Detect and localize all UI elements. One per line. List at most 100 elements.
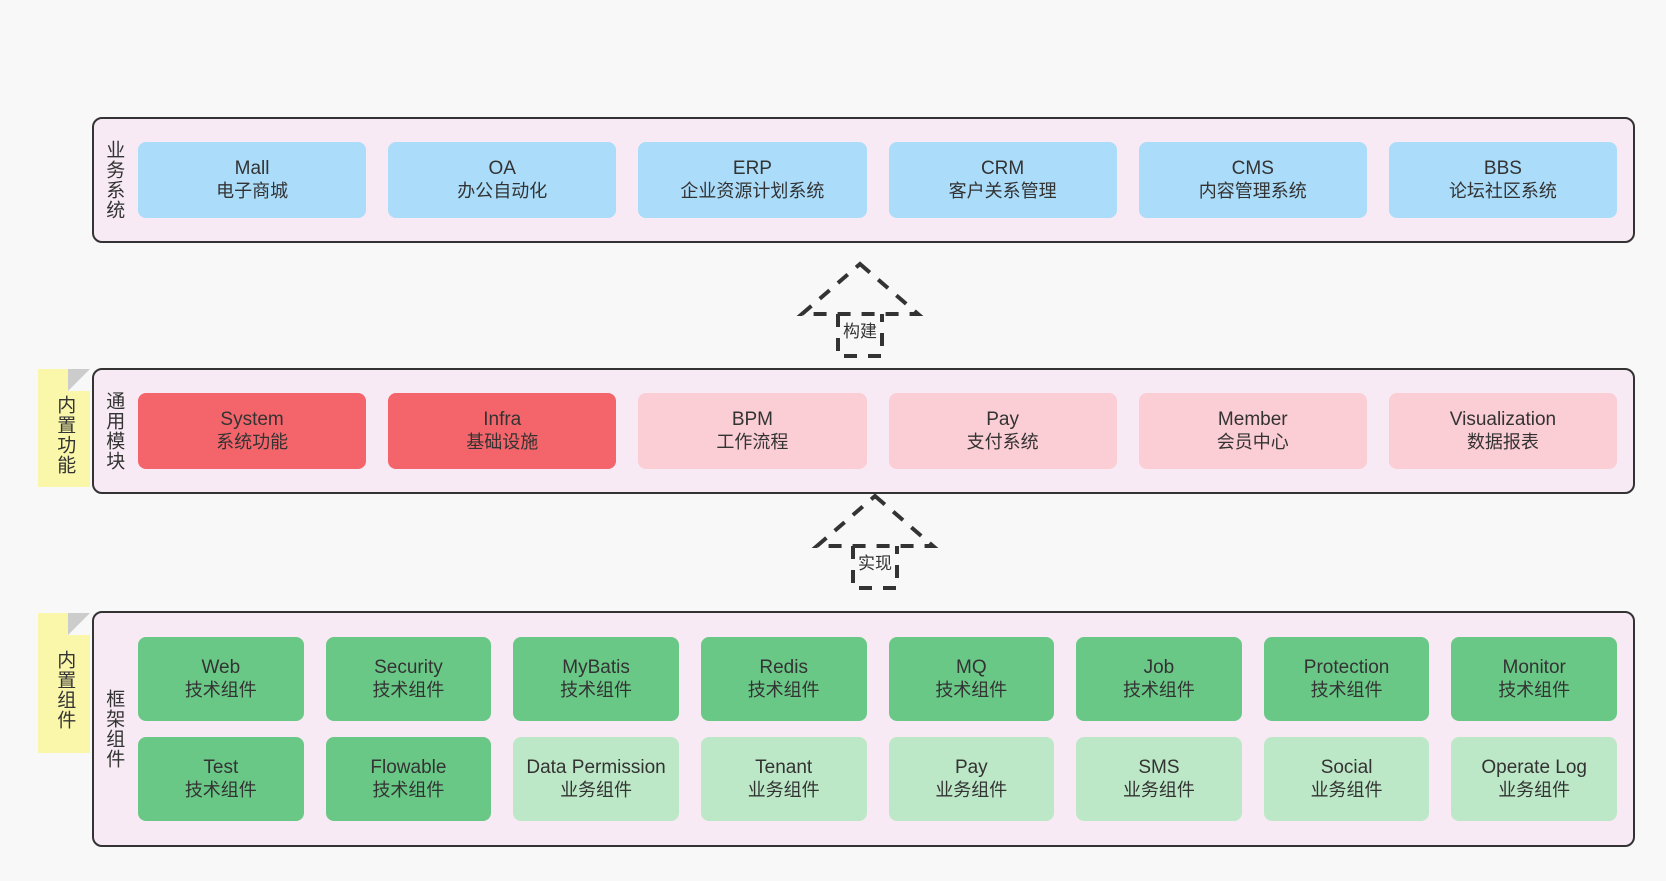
node-title-en: Mall <box>234 158 270 180</box>
node-title-cn: 技术组件 <box>1310 679 1383 700</box>
node-mall[interactable]: Mall 电子商城 <box>138 142 367 218</box>
node-title-cn: 技术组件 <box>372 679 445 700</box>
node-title-en: SMS <box>1138 757 1180 779</box>
node-protection[interactable]: Protection 技术组件 <box>1263 637 1430 721</box>
node-title-cn: 办公自动化 <box>457 180 548 201</box>
generalization-arrow-icon <box>796 261 924 358</box>
node-bpm[interactable]: BPM 工作流程 <box>638 393 867 469</box>
arrow-realize: 实现 <box>795 493 955 590</box>
node-redis[interactable]: Redis 技术组件 <box>700 637 867 721</box>
node-title-cn: 论坛社区系统 <box>1448 180 1557 201</box>
node-cms[interactable]: CMS 内容管理系统 <box>1138 142 1367 218</box>
node-title-en: Visualization <box>1449 409 1557 431</box>
node-title-cn: 技术组件 <box>184 679 257 700</box>
arrow-build: 构建 <box>780 261 940 358</box>
node-title-en: MQ <box>956 657 987 679</box>
node-member[interactable]: Member 会员中心 <box>1138 393 1367 469</box>
node-title-en: Social <box>1320 757 1373 779</box>
node-monitor[interactable]: Monitor 技术组件 <box>1451 637 1617 721</box>
layer-row: System 系统功能 Infra 基础设施 BPM 工作流程 Pay 支付系统… <box>138 393 1618 469</box>
node-title-cn: 业务组件 <box>747 779 820 800</box>
arrow-label-realize: 实现 <box>858 554 892 573</box>
node-title-en: CRM <box>980 158 1025 180</box>
layer-business-systems: 业务系统 Mall 电子商城 OA 办公自动化 ERP 企业资源计划系统 CRM… <box>92 117 1635 243</box>
node-test[interactable]: Test 技术组件 <box>138 737 304 821</box>
node-security[interactable]: Security 技术组件 <box>325 637 492 721</box>
node-data-permission[interactable]: Data Permission 业务组件 <box>513 737 679 821</box>
node-title-cn: 业务组件 <box>560 779 633 800</box>
node-title-en: BPM <box>731 409 774 431</box>
layer-row: Test 技术组件 Flowable 技术组件 Data Permission … <box>138 737 1617 821</box>
node-title-cn: 系统功能 <box>216 431 289 452</box>
node-mybatis[interactable]: MyBatis 技术组件 <box>513 637 679 721</box>
node-web[interactable]: Web 技术组件 <box>138 637 304 721</box>
node-title-cn: 电子商城 <box>216 180 289 201</box>
node-title-en: BBS <box>1483 158 1522 180</box>
node-title-cn: 业务组件 <box>1310 779 1383 800</box>
node-title-en: CMS <box>1231 158 1274 180</box>
node-oa[interactable]: OA 办公自动化 <box>388 142 617 218</box>
node-system[interactable]: System 系统功能 <box>138 393 367 469</box>
node-social[interactable]: Social 业务组件 <box>1263 737 1430 821</box>
node-title-en: Operate Log <box>1481 757 1587 779</box>
node-title-cn: 技术组件 <box>1122 679 1195 700</box>
node-title-en: Data Permission <box>526 757 666 779</box>
node-crm[interactable]: CRM 客户关系管理 <box>888 142 1117 218</box>
node-title-en: Redis <box>759 657 808 679</box>
node-visualization[interactable]: Visualization 数据报表 <box>1388 393 1618 469</box>
node-pay-component[interactable]: Pay 业务组件 <box>888 737 1055 821</box>
node-title-cn: 客户关系管理 <box>948 180 1057 201</box>
node-sms[interactable]: SMS 业务组件 <box>1076 737 1242 821</box>
node-erp[interactable]: ERP 企业资源计划系统 <box>638 142 867 218</box>
note-builtin-component: 内置组件 <box>38 613 90 753</box>
node-title-en: Pay <box>954 757 988 779</box>
node-title-cn: 业务组件 <box>1498 779 1571 800</box>
node-title-en: Protection <box>1303 657 1390 679</box>
node-title-en: MyBatis <box>562 657 630 679</box>
note-label: 内置功能 <box>54 395 76 475</box>
node-title-en: Test <box>203 757 239 779</box>
node-title-cn: 技术组件 <box>184 779 257 800</box>
layer-row: Mall 电子商城 OA 办公自动化 ERP 企业资源计划系统 CRM 客户关系… <box>138 142 1618 218</box>
layer-title-framework: 框架组件 <box>103 689 125 769</box>
node-operate-log[interactable]: Operate Log 业务组件 <box>1451 737 1617 821</box>
layer-body-common: System 系统功能 Infra 基础设施 BPM 工作流程 Pay 支付系统… <box>132 370 1633 492</box>
node-job[interactable]: Job 技术组件 <box>1076 637 1242 721</box>
node-bbs[interactable]: BBS 论坛社区系统 <box>1388 142 1618 218</box>
node-title-en: System <box>220 409 284 431</box>
node-title-cn: 会员中心 <box>1216 431 1289 452</box>
node-title-en: Job <box>1143 657 1175 679</box>
node-flowable[interactable]: Flowable 技术组件 <box>325 737 492 821</box>
layer-body-business: Mall 电子商城 OA 办公自动化 ERP 企业资源计划系统 CRM 客户关系… <box>132 119 1633 241</box>
note-label: 内置组件 <box>54 650 76 730</box>
node-title-en: Tenant <box>755 757 813 779</box>
node-title-cn: 企业资源计划系统 <box>680 180 825 201</box>
layer-common-modules: 通用模块 System 系统功能 Infra 基础设施 BPM 工作流程 Pay… <box>92 368 1635 494</box>
node-title-en: Pay <box>986 409 1019 431</box>
node-title-cn: 业务组件 <box>935 779 1008 800</box>
node-title-cn: 内容管理系统 <box>1198 180 1307 201</box>
node-title-en: Monitor <box>1502 657 1566 679</box>
node-infra[interactable]: Infra 基础设施 <box>388 393 617 469</box>
generalization-arrow-icon <box>811 493 939 590</box>
node-title-cn: 技术组件 <box>1498 679 1571 700</box>
node-title-cn: 工作流程 <box>716 431 789 452</box>
node-mq[interactable]: MQ 技术组件 <box>888 637 1055 721</box>
node-title-en: Infra <box>483 409 522 431</box>
node-title-cn: 技术组件 <box>747 679 820 700</box>
node-title-cn: 支付系统 <box>966 431 1039 452</box>
layer-title-business: 业务系统 <box>103 140 125 220</box>
note-builtin-function: 内置功能 <box>38 369 90 487</box>
node-title-en: Web <box>201 657 241 679</box>
node-tenant[interactable]: Tenant 业务组件 <box>700 737 867 821</box>
layer-body-framework: Web 技术组件 Security 技术组件 MyBatis 技术组件 Redi… <box>132 613 1633 845</box>
node-title-en: OA <box>488 158 516 180</box>
node-title-cn: 技术组件 <box>935 679 1008 700</box>
arrow-label-build: 构建 <box>843 322 877 341</box>
node-pay-module[interactable]: Pay 支付系统 <box>888 393 1117 469</box>
node-title-en: Security <box>374 657 443 679</box>
node-title-en: Member <box>1217 409 1288 431</box>
node-title-cn: 技术组件 <box>372 779 445 800</box>
node-title-cn: 基础设施 <box>466 431 539 452</box>
layer-framework-components: 框架组件 Web 技术组件 Security 技术组件 MyBatis 技术组件… <box>92 611 1635 847</box>
